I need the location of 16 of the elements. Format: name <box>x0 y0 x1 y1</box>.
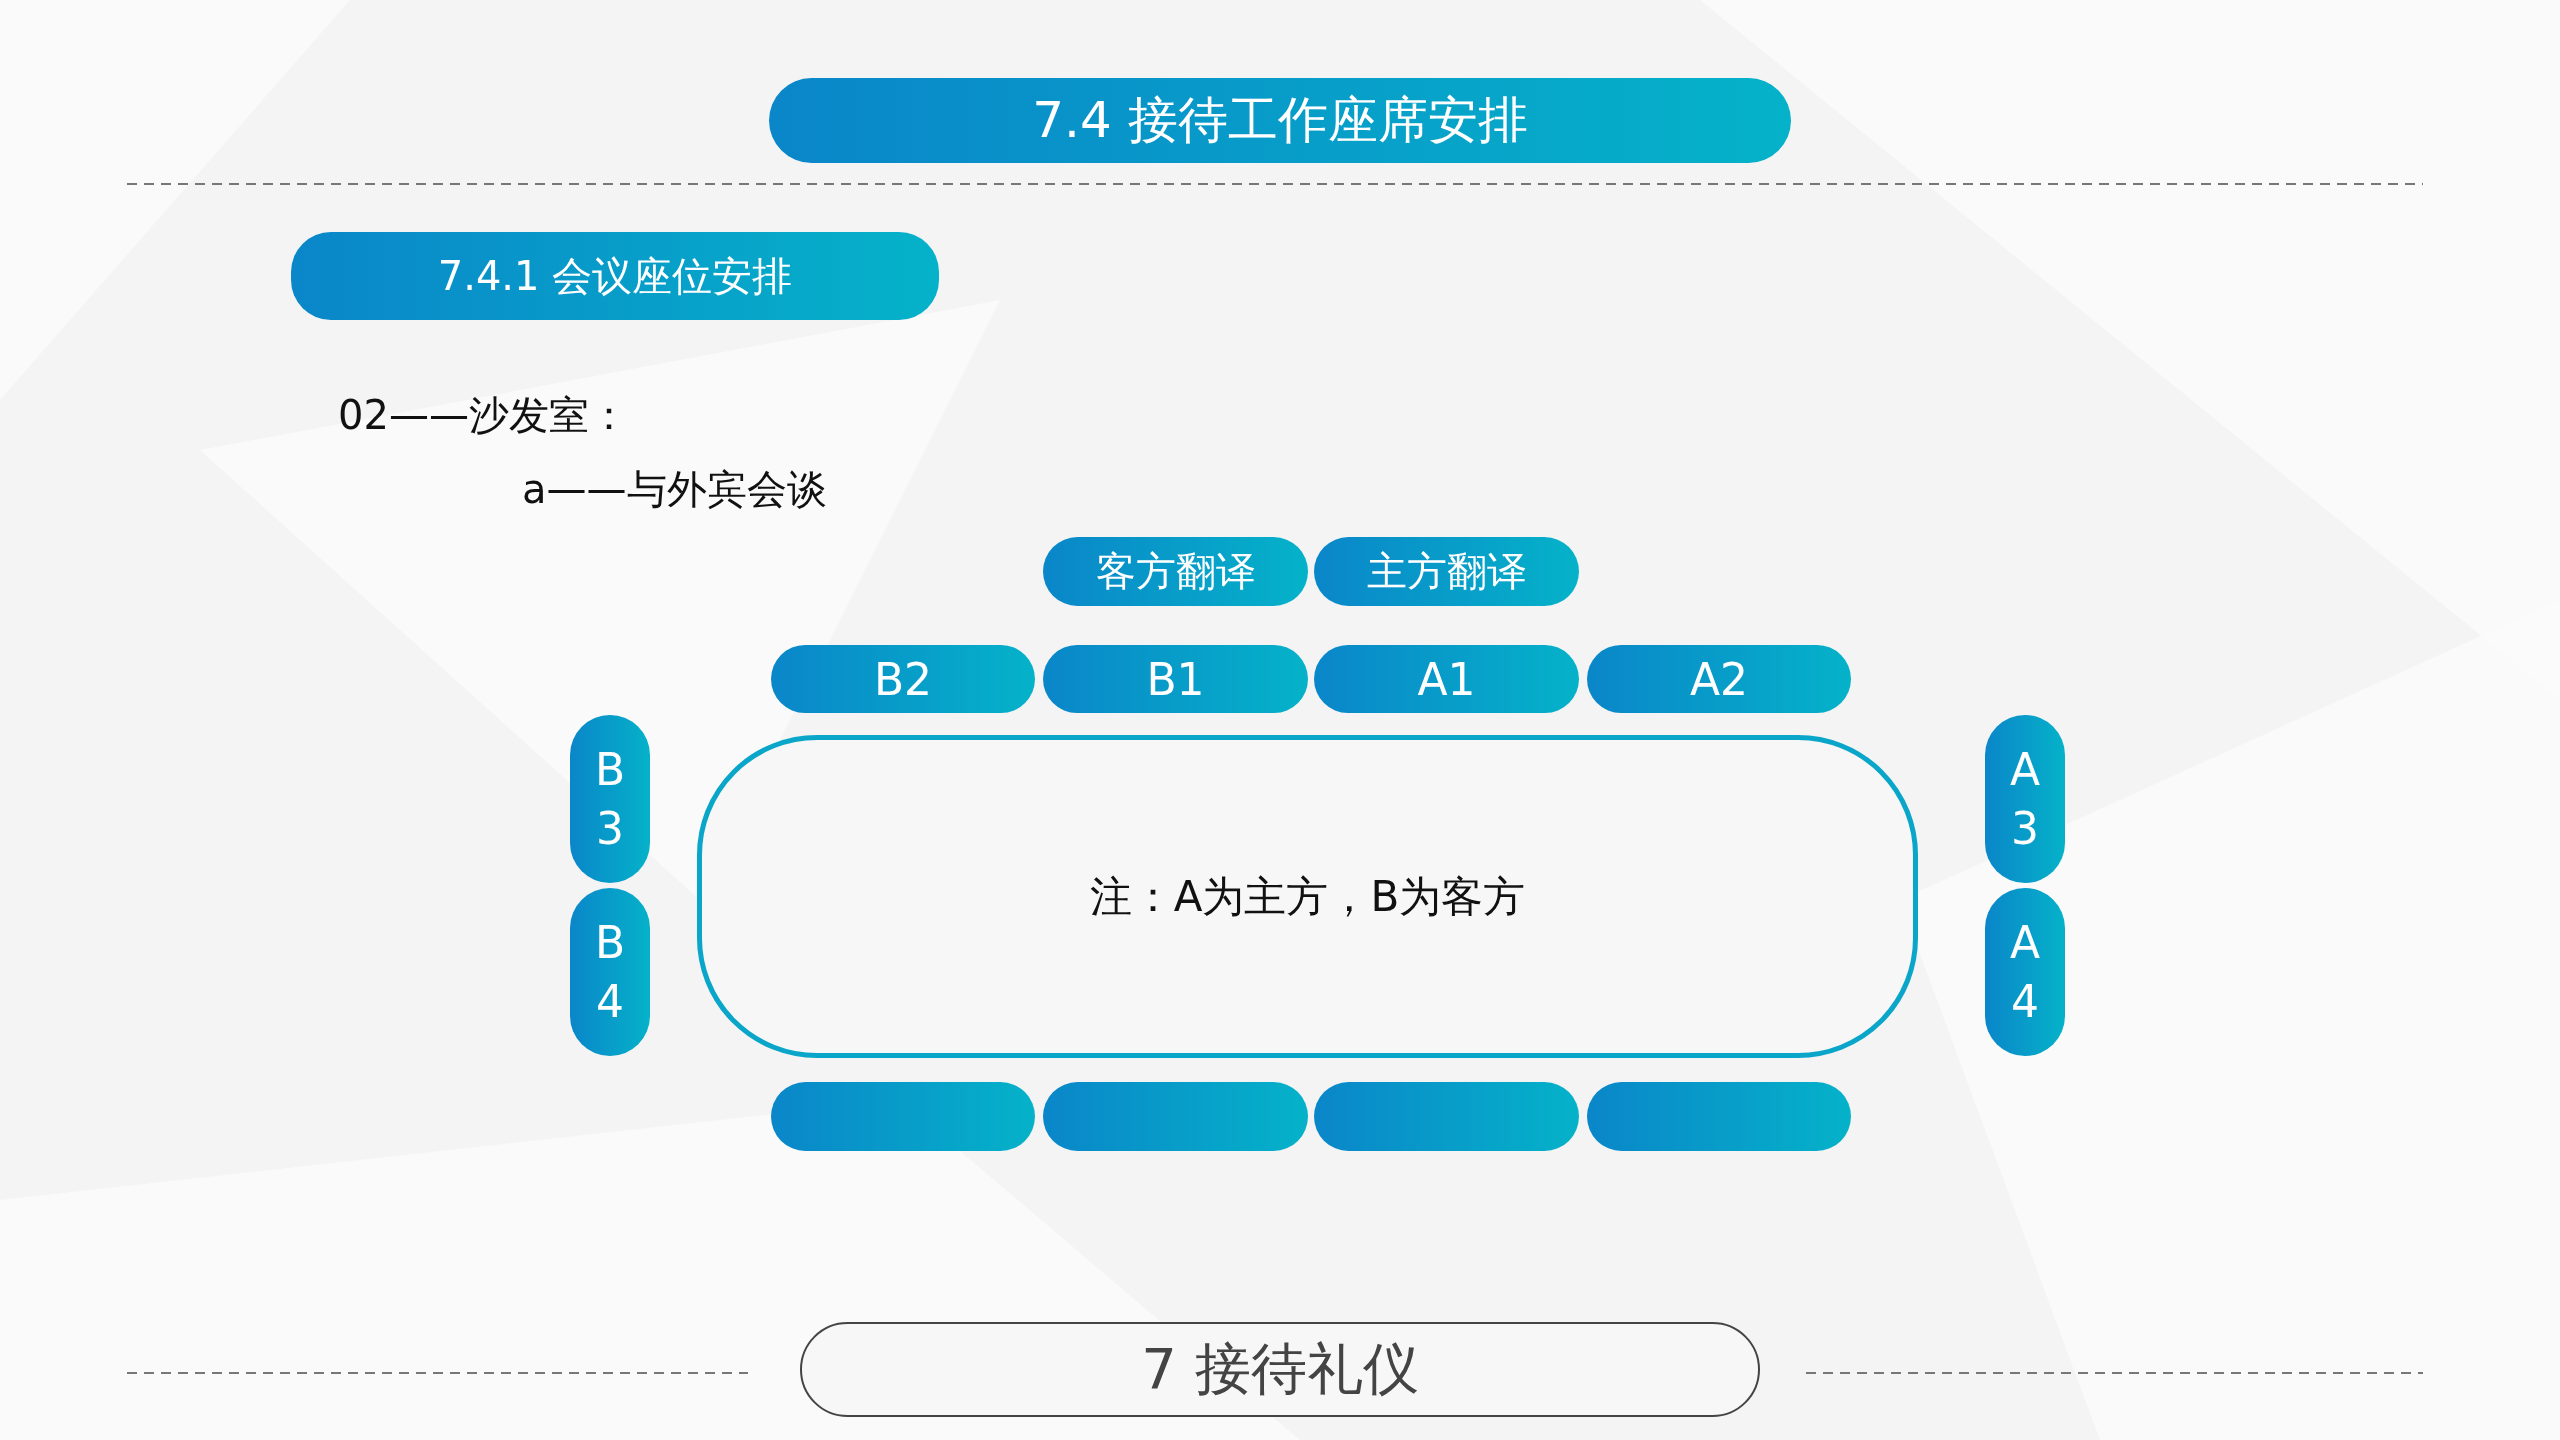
note-text: 02——沙发室： <box>338 391 629 440</box>
section-banner: 7 接待礼仪 <box>800 1322 1760 1417</box>
seat-pill: A4 <box>1985 888 2065 1056</box>
seat-pill: B2 <box>771 645 1035 713</box>
subtitle-banner: 7.4.1 会议座位安排 <box>291 232 939 320</box>
title-banner: 7.4 接待工作座席安排 <box>769 78 1791 163</box>
note-text: a——与外宾会谈 <box>522 465 827 514</box>
seat-pill: B1 <box>1043 645 1308 713</box>
seat-pill: A1 <box>1314 645 1579 713</box>
conference-table: 注：A为主方，B为客方 <box>697 735 1918 1058</box>
seat-pill: B3 <box>570 715 650 883</box>
seat-pill: A2 <box>1587 645 1851 713</box>
seat-pill: 主方翻译 <box>1314 537 1579 606</box>
seat-pill: B4 <box>570 888 650 1056</box>
seat-pill: 客方翻译 <box>1043 537 1308 606</box>
seat-pill: A3 <box>1985 715 2065 883</box>
